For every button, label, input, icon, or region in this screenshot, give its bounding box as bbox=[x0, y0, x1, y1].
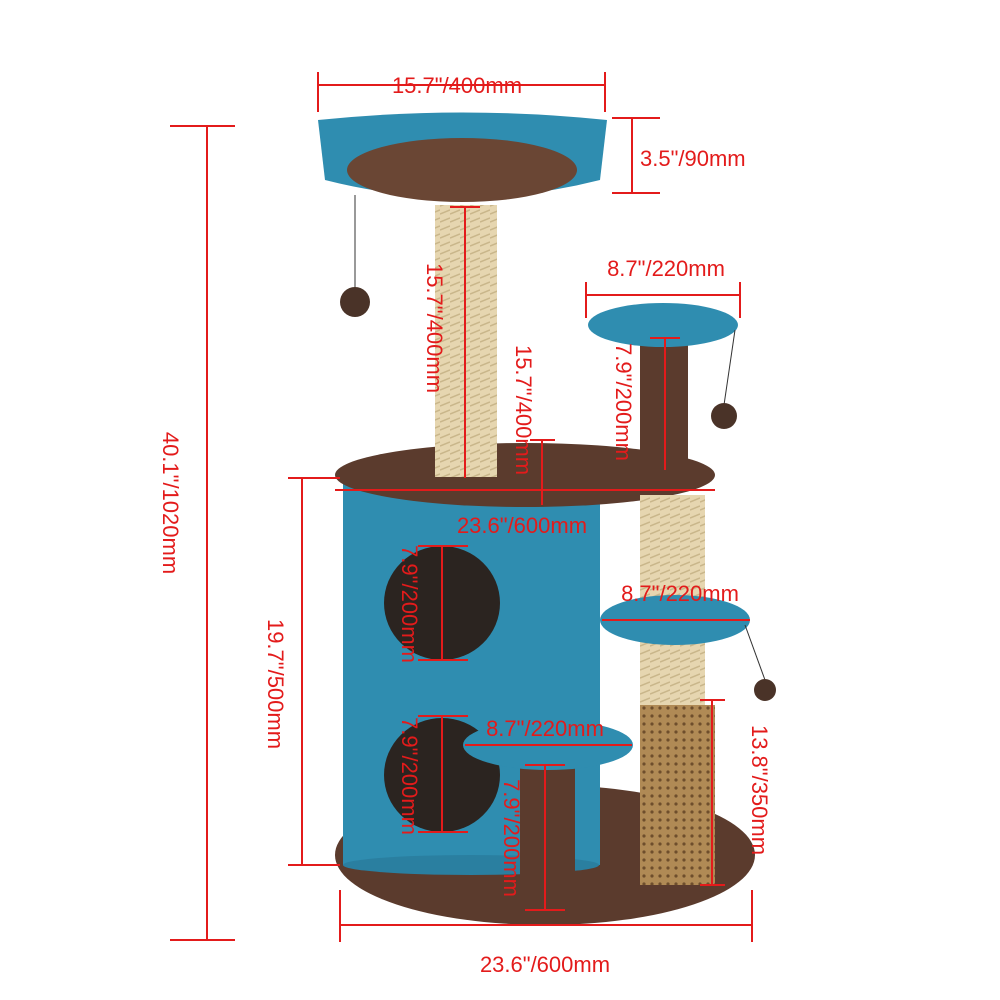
dim-top-bed-width bbox=[317, 72, 606, 112]
label-middle-platform: 23.6"/600mm bbox=[457, 513, 587, 538]
label-total-height: 40.1"/1020mm bbox=[158, 432, 183, 574]
top-right-platform bbox=[588, 303, 738, 347]
dim-top-post bbox=[450, 206, 480, 478]
dim-total-height bbox=[170, 125, 235, 941]
toy-string bbox=[744, 624, 766, 681]
label-lower-platform: 8.7"/220mm bbox=[486, 716, 604, 741]
dim-top-right-platform bbox=[585, 282, 741, 318]
dim-base-width bbox=[339, 890, 753, 942]
pom-pom-toy bbox=[711, 403, 737, 429]
label-middle-post: 15.7"/400mm bbox=[511, 345, 536, 475]
dim-lower-hole bbox=[418, 715, 468, 833]
label-upper-hole: 7.9"/200mm bbox=[397, 545, 422, 663]
label-condo-height: 19.7"/500mm bbox=[263, 619, 288, 749]
dim-top-right-post bbox=[650, 337, 680, 470]
label-middle-right-platform: 8.7"/220mm bbox=[621, 581, 739, 606]
dim-condo-height bbox=[288, 477, 340, 866]
label-top-bed-height: 3.5"/90mm bbox=[640, 146, 746, 171]
lower-post bbox=[520, 760, 575, 910]
dim-right-post bbox=[700, 699, 725, 886]
dimension-labels: 15.7"/400mm 3.5"/90mm 8.7"/220mm 40.1"/1… bbox=[158, 73, 772, 977]
label-lower-post: 7.9"/200mm bbox=[499, 779, 524, 897]
toy-string bbox=[723, 329, 736, 406]
dimension-lines bbox=[170, 72, 753, 942]
dim-middle-post bbox=[530, 439, 555, 505]
dim-lower-post bbox=[525, 764, 565, 911]
pom-pom-toy bbox=[754, 679, 776, 701]
label-lower-hole: 7.9"/200mm bbox=[397, 717, 422, 835]
groomer-brush-post bbox=[640, 705, 715, 885]
dim-upper-hole bbox=[418, 545, 468, 661]
label-right-post: 13.8"/350mm bbox=[747, 725, 772, 855]
dim-top-bed-height bbox=[612, 117, 660, 194]
label-base-width: 23.6"/600mm bbox=[480, 952, 610, 977]
label-top-post: 15.7"/400mm bbox=[422, 263, 447, 393]
label-top-right-platform: 8.7"/220mm bbox=[607, 256, 725, 281]
top-bed-cushion bbox=[347, 138, 577, 202]
label-top-right-post: 7.9"/200mm bbox=[611, 343, 636, 461]
pom-pom-toy bbox=[340, 287, 370, 317]
label-top-bed-width: 15.7"/400mm bbox=[392, 73, 522, 98]
